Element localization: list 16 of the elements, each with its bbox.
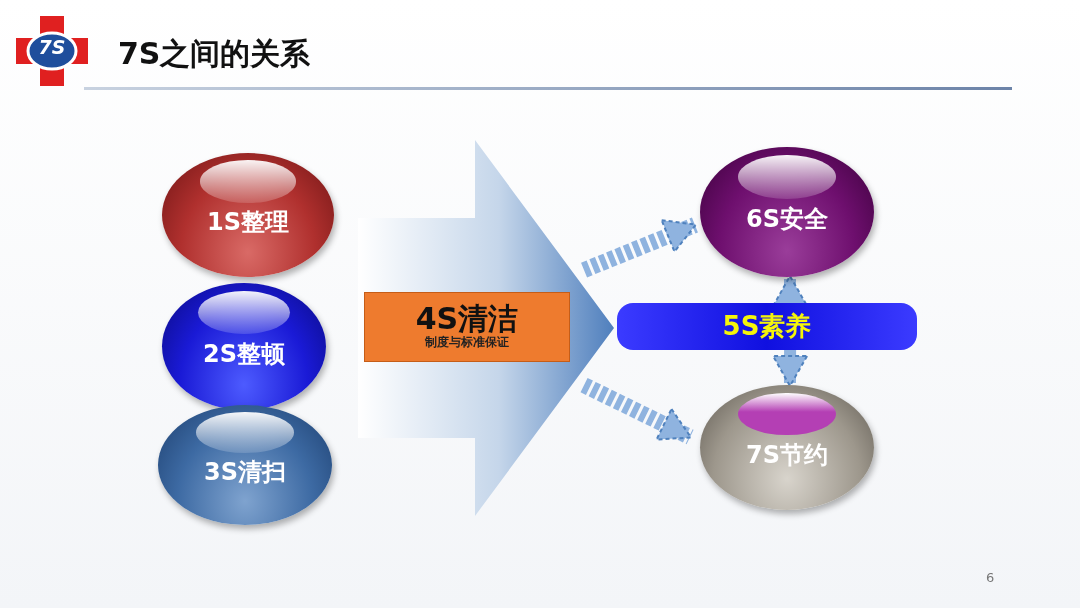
banner-bar	[617, 303, 917, 350]
sphere-label: 7S节约	[746, 439, 828, 471]
sphere-label: 1S整理	[207, 207, 289, 238]
block-arrow	[358, 140, 614, 516]
block-arrow-connector	[581, 217, 698, 278]
sphere-label: 3S清扫	[204, 457, 286, 488]
block-arrow-connector	[580, 377, 694, 445]
slide-title: 7S之间的关系	[118, 35, 311, 73]
sphere-label: 6S安全	[746, 204, 828, 235]
banner-label: 5S素养	[722, 310, 812, 343]
box-title: 4S清洁	[415, 302, 519, 335]
sphere-label: 2S整顿	[203, 338, 285, 370]
badge-label: 7S	[37, 36, 67, 58]
process-box	[364, 292, 570, 362]
box-subtitle: 制度与标准保证	[425, 334, 509, 352]
page-number: 6	[986, 570, 995, 585]
